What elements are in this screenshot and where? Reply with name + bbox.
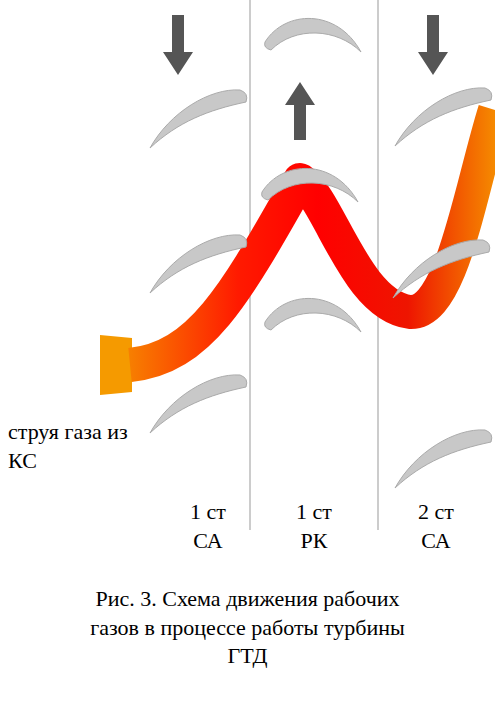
- gas-stream: [100, 110, 495, 395]
- stage-label: 1 ст РК: [284, 498, 344, 555]
- gas-stream-label: струя газа из КС: [8, 418, 148, 475]
- flow-arrows: [163, 15, 448, 140]
- stage-label: 1 ст СА: [178, 498, 238, 555]
- nozzle-blades-stage2: [393, 88, 492, 488]
- nozzle-blades-stage1: [150, 90, 247, 433]
- stage-label: 2 ст СА: [406, 498, 466, 555]
- rotor-blades-stage1: [262, 18, 361, 332]
- figure-caption: Рис. 3. Схема движения рабочих газов в п…: [70, 585, 425, 671]
